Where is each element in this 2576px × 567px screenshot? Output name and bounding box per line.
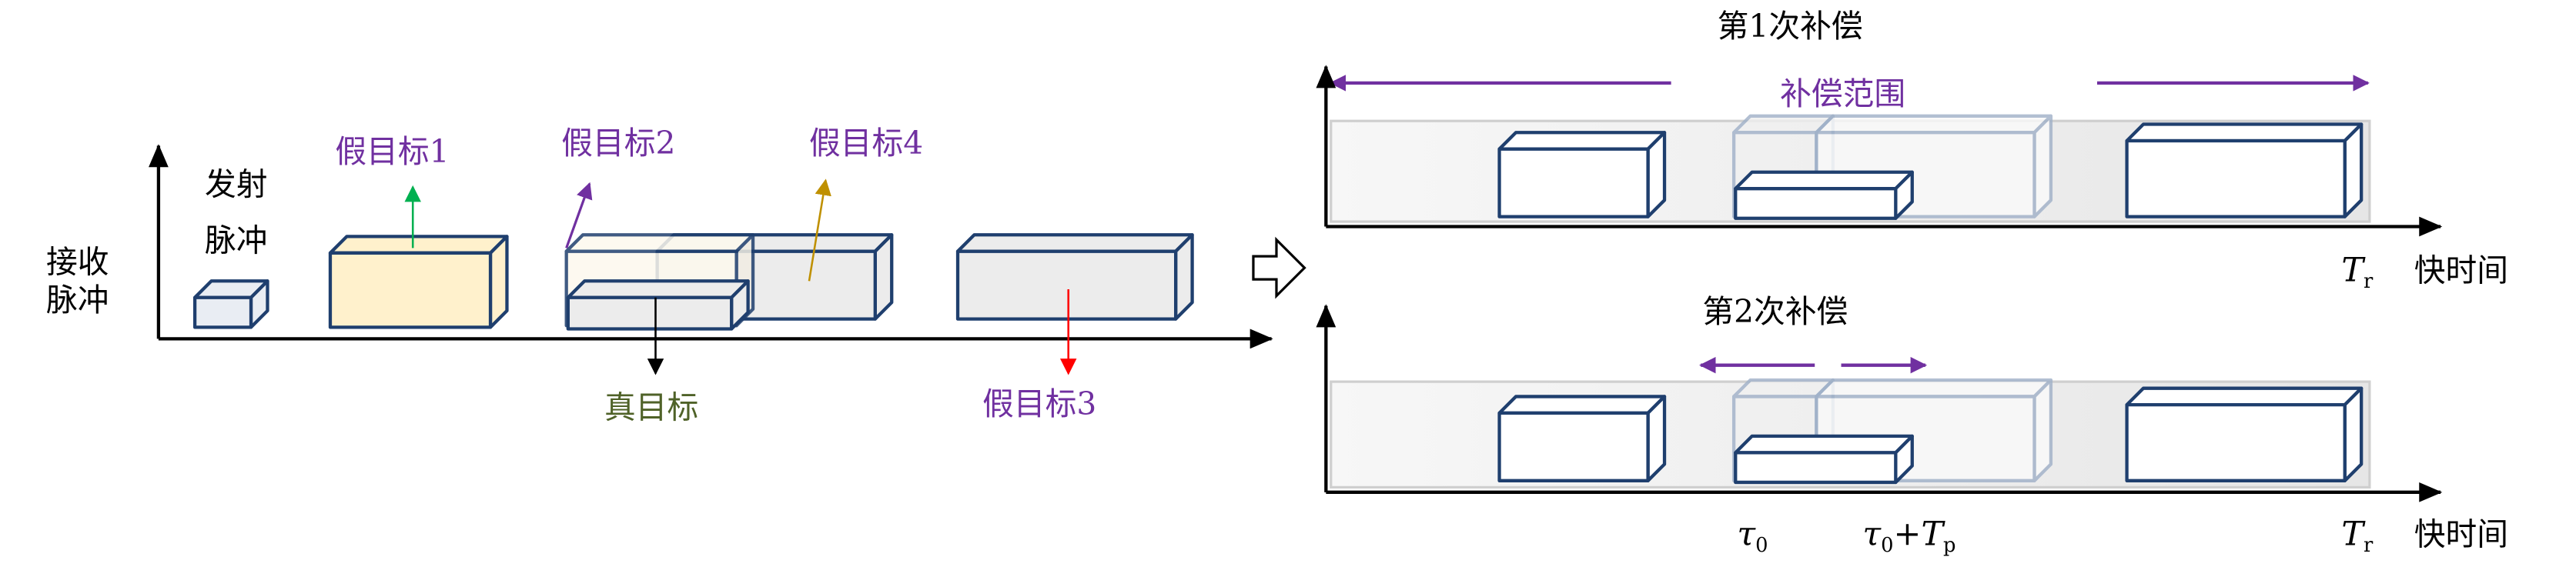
false-target-3-label: 假目标3	[982, 385, 1096, 422]
tx-pulse-label-1: 发射	[205, 166, 268, 203]
pulse-box	[1497, 131, 1667, 218]
tx-pulse-label-2: 脉冲	[205, 222, 268, 259]
transmit-pulse-box	[192, 279, 269, 329]
compensation-2-title: 第2次补偿	[1702, 293, 1848, 330]
compensation-2-panel: 第2次补偿 τ0 τ0+Tp Tr 快时间	[1316, 293, 2508, 557]
compensated-box	[1734, 434, 1914, 485]
false-target-1-box	[328, 235, 509, 329]
compensation-1-panel: 第1次补偿 补偿范围 Tr 快时间	[1316, 8, 2508, 293]
false-target-1-label: 假目标1	[335, 133, 449, 170]
false-target-3-box	[955, 233, 1194, 321]
pulse-box	[2125, 386, 2364, 482]
tau0-label: τ0	[1737, 515, 1768, 557]
bottom-fast-time-label: 快时间	[2414, 515, 2508, 552]
y-axis-label-1: 接收	[46, 244, 109, 281]
pulse-box	[2125, 122, 2364, 218]
hollow-right-arrow-icon	[1252, 236, 1306, 299]
pulse-box	[1497, 395, 1667, 482]
false-target-2-label: 假目标2	[561, 125, 675, 162]
false-target-2-arrow	[565, 182, 593, 248]
true-target-box	[566, 279, 750, 331]
tau0-plus-tp-label: τ0+Tp	[1862, 515, 1955, 557]
y-axis-label-2: 脉冲	[46, 282, 109, 319]
bottom-tr-label: Tr	[2341, 515, 2374, 557]
compensated-box	[1734, 170, 1914, 220]
compensation-1-title: 第1次补偿	[1718, 8, 1863, 45]
top-fast-time-label: 快时间	[2414, 252, 2508, 289]
false-target-4-label: 假目标4	[809, 125, 923, 162]
top-tr-label: Tr	[2341, 251, 2374, 293]
true-target-label: 真目标	[604, 389, 698, 425]
compensation-range-label: 补偿范围	[1780, 75, 1905, 112]
left-panel: 接收 脉冲 发射 脉冲 假目标1 假目标2 假目标4 真目标 假目标3	[46, 125, 1306, 425]
false-target-4-arrow	[808, 178, 831, 282]
